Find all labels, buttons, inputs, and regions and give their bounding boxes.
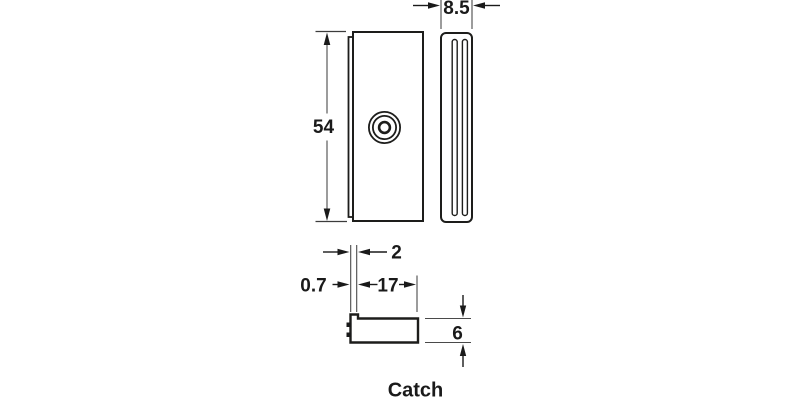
side-slot-left xyxy=(451,38,458,217)
bottom-lug-upper xyxy=(346,322,351,327)
dimension-lug-and-width: 0.7 17 xyxy=(300,275,418,312)
dimension-label-17: 17 xyxy=(377,276,398,297)
arrowhead-down-icon xyxy=(323,208,331,221)
dimension-label-0-7: 0.7 xyxy=(300,276,326,297)
figure-caption: Catch xyxy=(388,380,444,400)
arrowhead-up-icon xyxy=(459,344,467,356)
dimension-side-depth: 8.5 xyxy=(413,0,500,29)
bottom-profile-view xyxy=(346,313,420,344)
dimension-label-6: 6 xyxy=(452,324,463,345)
arrowhead-right-icon xyxy=(428,2,440,9)
dimension-front-height: 54 xyxy=(313,30,347,223)
bottom-lug-lower xyxy=(346,332,351,337)
arrowhead-left-icon xyxy=(358,248,370,256)
arrowhead-right-icon xyxy=(337,248,350,256)
side-view xyxy=(440,32,473,223)
side-slot-right xyxy=(461,38,469,217)
front-view xyxy=(347,31,424,222)
dimension-label-8-5: 8.5 xyxy=(443,0,470,19)
dimension-label-2: 2 xyxy=(391,243,402,264)
arrowhead-left-icon xyxy=(358,281,370,288)
dimension-housing-height: 6 xyxy=(425,295,471,367)
magnet-button-center-circle xyxy=(377,120,392,135)
arrowhead-down-icon xyxy=(459,305,467,318)
arrowhead-right-icon xyxy=(404,281,416,288)
dimension-plate-thickness: 2 xyxy=(323,243,402,312)
arrowhead-right-icon xyxy=(337,281,350,288)
arrowhead-up-icon xyxy=(323,32,331,45)
arrowhead-left-icon xyxy=(473,2,485,9)
dimension-label-54: 54 xyxy=(313,117,335,138)
bottom-body-outline xyxy=(349,313,420,344)
